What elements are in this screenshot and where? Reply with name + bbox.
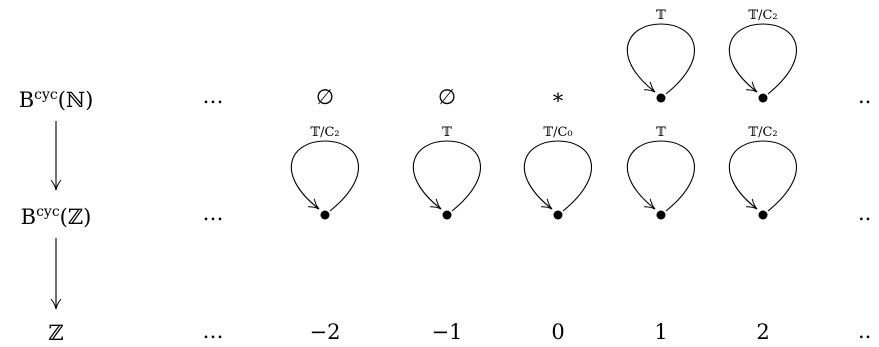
loop-label: 𝕋	[442, 125, 452, 140]
loop-label: 𝕋/C₀	[543, 125, 572, 140]
ellipsis-left-row-1: …	[203, 84, 224, 108]
point-marker	[758, 210, 768, 220]
loop-label: 𝕋/C₂	[748, 8, 777, 23]
cell-text-r3-c1: −2	[310, 320, 341, 344]
cell-text-r3-c3: 0	[551, 320, 564, 344]
row-label-bcyc-z: Bcyc(ℤ)	[21, 204, 92, 229]
loop-node-r2-c1: 𝕋/C₂	[290, 125, 359, 220]
row-label-integers: ℤ	[48, 321, 63, 345]
cell-text-r1-c1: ∅	[316, 85, 334, 109]
self-loop-arrow	[626, 23, 695, 95]
point-marker	[553, 210, 563, 220]
point-marker	[758, 93, 768, 103]
self-loop-arrow	[523, 140, 592, 212]
point-marker	[656, 210, 666, 220]
loop-node-r1-c5: 𝕋/C₂	[728, 8, 797, 103]
diagram-cells: ∅ ∅ ∗ 𝕋 𝕋/C₂ 𝕋/C₂ 𝕋 𝕋/C₀ 𝕋 𝕋/C₂ −2 −1 0 1 2	[290, 8, 797, 344]
loop-label: 𝕋/C₂	[748, 125, 777, 140]
self-loop-arrow	[728, 23, 797, 95]
row-label-bcyc-n: Bcyc(ℕ)	[19, 87, 94, 112]
self-loop-arrow	[626, 140, 695, 212]
loop-label: 𝕋	[656, 125, 666, 140]
point-marker	[656, 93, 666, 103]
loop-node-r2-c4: 𝕋	[626, 125, 695, 220]
self-loop-arrow	[412, 140, 481, 212]
cell-text-r3-c5: 2	[756, 320, 769, 344]
loop-label: 𝕋/C₂	[310, 125, 339, 140]
loop-node-r2-c2: 𝕋	[412, 125, 481, 220]
self-loop-arrow	[290, 140, 359, 212]
loop-node-r2-c5: 𝕋/C₂	[728, 125, 797, 220]
loop-node-r2-c3: 𝕋/C₀	[523, 125, 592, 220]
point-marker	[442, 210, 452, 220]
loop-label: 𝕋	[656, 8, 666, 23]
ellipsis-left-row-2: …	[203, 201, 224, 225]
cell-text-r1-c2: ∅	[438, 85, 456, 109]
loop-node-r1-c4: 𝕋	[626, 8, 695, 103]
cell-text-r1-c3: ∗	[551, 85, 565, 109]
ellipsis-left-row-3: …	[203, 319, 224, 343]
ellipsis-right-row-2: ..	[858, 201, 871, 225]
self-loop-arrow	[728, 140, 797, 212]
point-marker	[320, 210, 330, 220]
cell-text-r3-c4: 1	[654, 320, 667, 344]
ellipsis-right-row-1: ..	[858, 84, 871, 108]
ellipsis-right-row-3: ..	[858, 319, 871, 343]
cell-text-r3-c2: −1	[432, 320, 463, 344]
